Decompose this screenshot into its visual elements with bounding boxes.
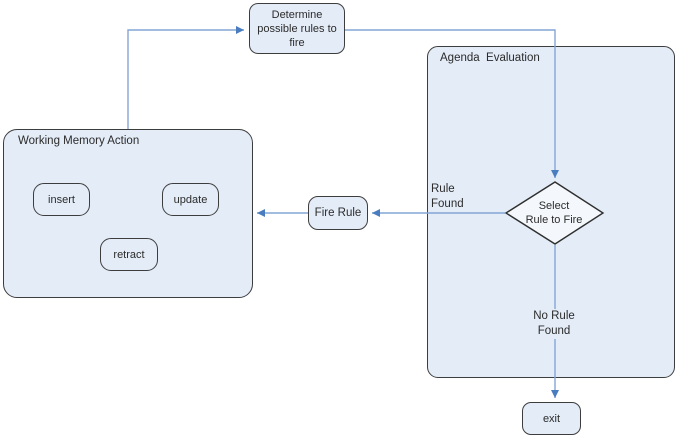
insert-label: insert <box>48 193 75 206</box>
node-insert: insert <box>33 183 90 216</box>
determine-label: Determine possible rules to fire <box>257 8 337 49</box>
node-determine-possible-rules: Determine possible rules to fire <box>249 3 345 54</box>
select-rule-label: Select Rule to Fire <box>525 200 583 226</box>
update-label: update <box>173 193 208 206</box>
exit-label: exit <box>542 412 561 425</box>
node-update: update <box>162 183 219 216</box>
node-exit: exit <box>522 402 581 435</box>
agenda-evaluation-label: Agenda Evaluation <box>440 52 540 64</box>
working-memory-action-label: Working Memory Action <box>18 135 140 147</box>
node-fire-rule: Fire Rule <box>308 196 368 230</box>
edge-label-no-rule-found: No Rule Found <box>526 309 582 339</box>
edge-working-memory-to-determine <box>127 26 244 129</box>
fire-rule-label: Fire Rule <box>314 207 362 219</box>
retract-label: retract <box>113 248 145 261</box>
edge-label-rule-found: Rule Found <box>431 183 464 210</box>
node-retract: retract <box>100 238 158 271</box>
